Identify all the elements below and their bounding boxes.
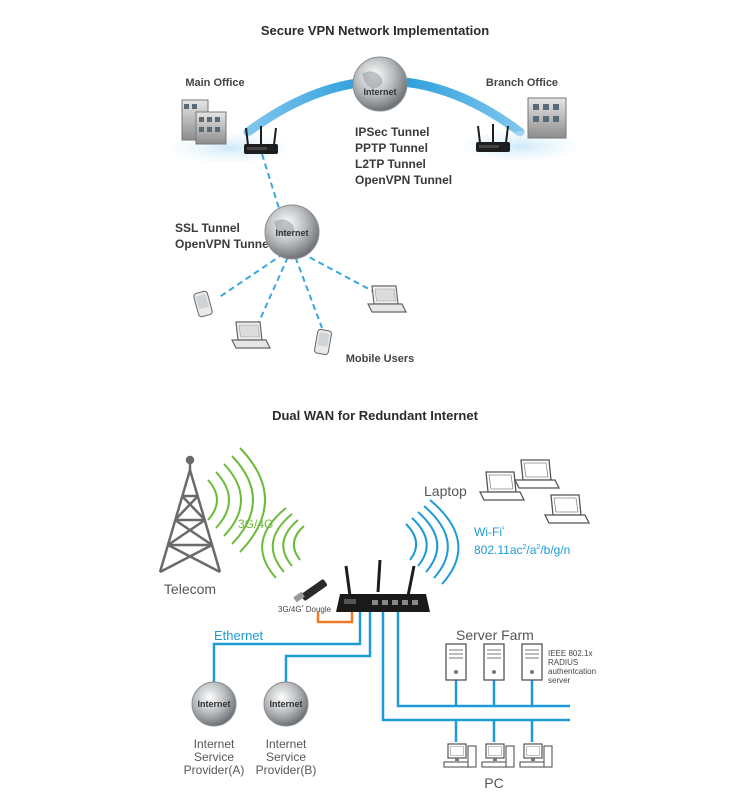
- ethernet-label: Ethernet: [214, 628, 264, 643]
- isp-b-line-3: Provider(B): [256, 763, 317, 777]
- isp-b-line-1: Internet: [266, 737, 307, 751]
- tunnel-ipsec: IPSec Tunnel: [355, 125, 429, 139]
- radius-line-4: server: [548, 676, 571, 685]
- server-icon-2: [483, 643, 505, 681]
- isp-a-line-1: Internet: [194, 737, 235, 751]
- openvpn-tunnel-label: OpenVPN Tunnel: [175, 237, 272, 251]
- radius-line-1: IEEE 802.1x: [548, 649, 592, 658]
- wifi-label: Wi-Fi¹: [474, 525, 505, 539]
- laptop-icon-2: [367, 285, 407, 313]
- dongle-cable: [316, 606, 354, 624]
- tunnel-openvpn: OpenVPN Tunnel: [355, 173, 452, 187]
- laptop-icon-b: [514, 459, 560, 489]
- laptop-icon-c: [544, 494, 590, 524]
- radius-line-3: authentcation: [548, 667, 596, 676]
- internet-globe-top-label: Internet: [363, 87, 396, 97]
- usb-dongle-icon: [293, 579, 327, 603]
- pc-icon-3: [519, 743, 553, 768]
- pda-icon-1: [192, 290, 214, 318]
- branch-office-building-icon: [527, 97, 567, 139]
- wifi-standard-label: 802.11ac2/a2/b/g/n: [474, 543, 570, 557]
- tunnel-l2tp: L2TP Tunnel: [355, 157, 426, 171]
- wan-section-title: Dual WAN for Redundant Internet: [272, 408, 479, 423]
- isp-a-globe-label: Internet: [197, 699, 230, 709]
- telecom-tower-icon: [158, 455, 222, 574]
- isp-b-globe-icon: [263, 681, 309, 727]
- tunnel-pptp: PPTP Tunnel: [355, 141, 428, 155]
- main-office-site: [172, 99, 288, 163]
- dongle-label: 3G/4G* Dougle: [278, 605, 332, 614]
- main-office-label: Main Office: [185, 77, 244, 89]
- isp-a-line-2: Service: [194, 750, 234, 764]
- isp-a-globe-icon: [191, 681, 237, 727]
- branch-office-label: Branch Office: [486, 77, 558, 89]
- server-farm-label: Server Farm: [456, 627, 534, 643]
- mobile-users-label: Mobile Users: [346, 353, 414, 365]
- isp-b-line-2: Service: [266, 750, 306, 764]
- ethernet-links: [212, 612, 570, 742]
- pda-icon-2: [313, 328, 333, 356]
- isp-a-line-3: Provider(A): [184, 763, 245, 777]
- pc-icon-1: [443, 743, 477, 768]
- vpn-section-title: Secure VPN Network Implementation: [261, 23, 489, 38]
- laptop-icon-1: [231, 321, 271, 349]
- internet-globe-mid-label: Internet: [275, 228, 308, 238]
- isp-b-globe-label: Internet: [269, 699, 302, 709]
- branch-office-site: [462, 97, 578, 161]
- pc-icon-2: [481, 743, 515, 768]
- tower-signal-waves: [207, 447, 266, 553]
- server-icon-1: [445, 643, 467, 681]
- central-router-icon: [336, 559, 430, 612]
- telecom-label: Telecom: [164, 581, 216, 597]
- internet-globe-top-icon: [352, 56, 408, 112]
- dongle-signal-waves: [261, 507, 305, 579]
- internet-globe-mid-icon: [264, 204, 320, 260]
- ssl-tunnel-label: SSL Tunnel: [175, 221, 240, 235]
- wifi-signal-waves: [405, 499, 460, 585]
- radius-line-2: RADIUS: [548, 658, 578, 667]
- laptop-label: Laptop: [424, 483, 467, 499]
- main-office-building-icon: [181, 99, 227, 145]
- server-icon-3: [521, 643, 543, 681]
- cellular-label: 3G/4G*: [238, 517, 276, 531]
- pc-label: PC: [484, 775, 503, 791]
